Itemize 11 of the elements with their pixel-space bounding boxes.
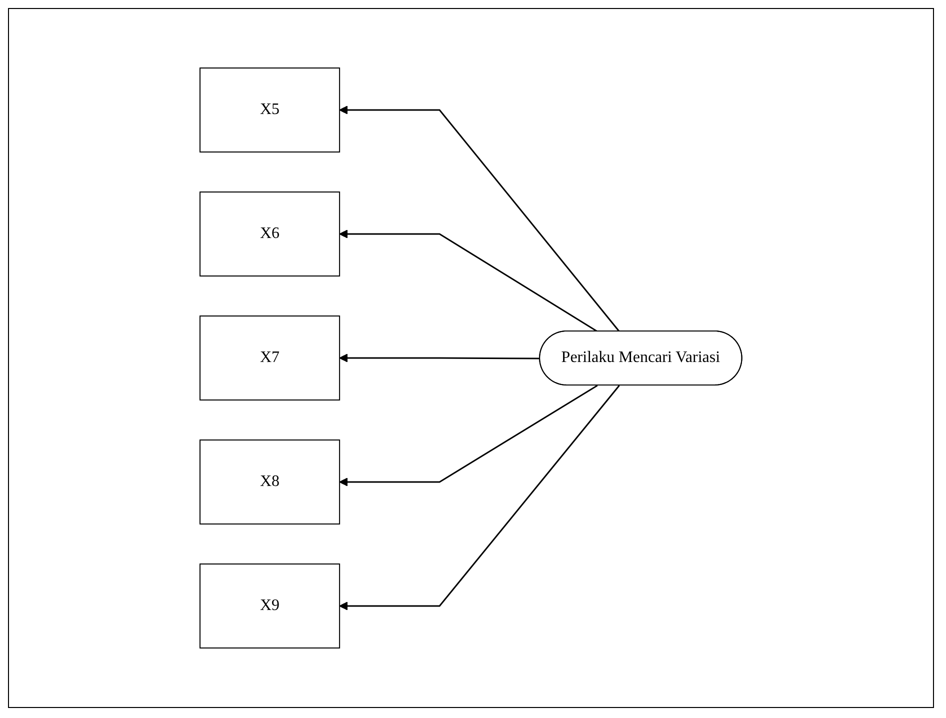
- node-box: [200, 316, 340, 400]
- node-box: [200, 440, 340, 524]
- diagram-frame: X5 X6 X7 X8 X9 Perilaku Mencari Variasi: [8, 8, 934, 708]
- node-box: [200, 192, 340, 276]
- arrow: [339, 230, 598, 332]
- node-box: [200, 563, 340, 648]
- node-box: [200, 68, 340, 152]
- arrow: [339, 354, 540, 362]
- arrow: [339, 385, 620, 610]
- arrow: [339, 106, 620, 332]
- arrow: [339, 384, 598, 486]
